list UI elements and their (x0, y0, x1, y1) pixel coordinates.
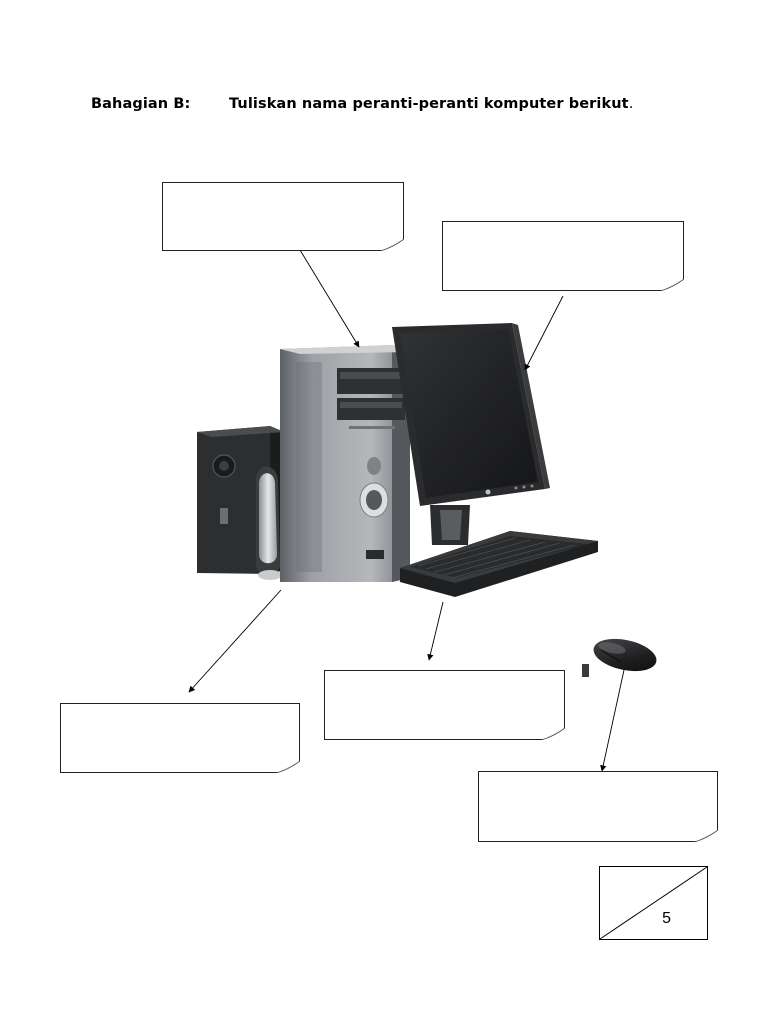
keyboard-illustration (400, 531, 598, 597)
section-label: Bahagian B: (91, 96, 191, 112)
max-marks-label: 5 (662, 910, 671, 927)
page-curl-icon (380, 239, 404, 251)
arrow-to-monitor (524, 295, 564, 371)
page-curl-icon (660, 279, 684, 291)
section-heading: Bahagian B: Tuliskan nama peranti-peranti… (91, 96, 633, 112)
answer-box-system-unit[interactable] (162, 182, 404, 251)
score-divider-line (599, 866, 708, 940)
score-box[interactable]: 5 (599, 866, 708, 940)
page-curl-icon (694, 830, 718, 842)
pointer-arrows (188, 249, 625, 772)
monitor-illustration (392, 323, 550, 545)
arrow-to-mouse (600, 669, 625, 772)
arrow-to-system-unit (299, 249, 360, 348)
answer-box-monitor[interactable] (442, 221, 684, 291)
answer-box-keyboard[interactable] (324, 670, 565, 740)
page-curl-icon (276, 761, 300, 773)
page-curl-icon (541, 728, 565, 740)
answer-box-speaker[interactable] (60, 703, 300, 773)
system-unit-illustration (280, 345, 410, 582)
mouse-illustration (582, 638, 657, 677)
instruction-period: . (628, 96, 634, 112)
instruction-text: Tuliskan nama peranti-peranti komputer b… (229, 96, 629, 112)
arrow-to-keyboard (427, 601, 444, 661)
arrow-to-speaker (188, 589, 282, 693)
answer-box-mouse[interactable] (478, 771, 718, 842)
